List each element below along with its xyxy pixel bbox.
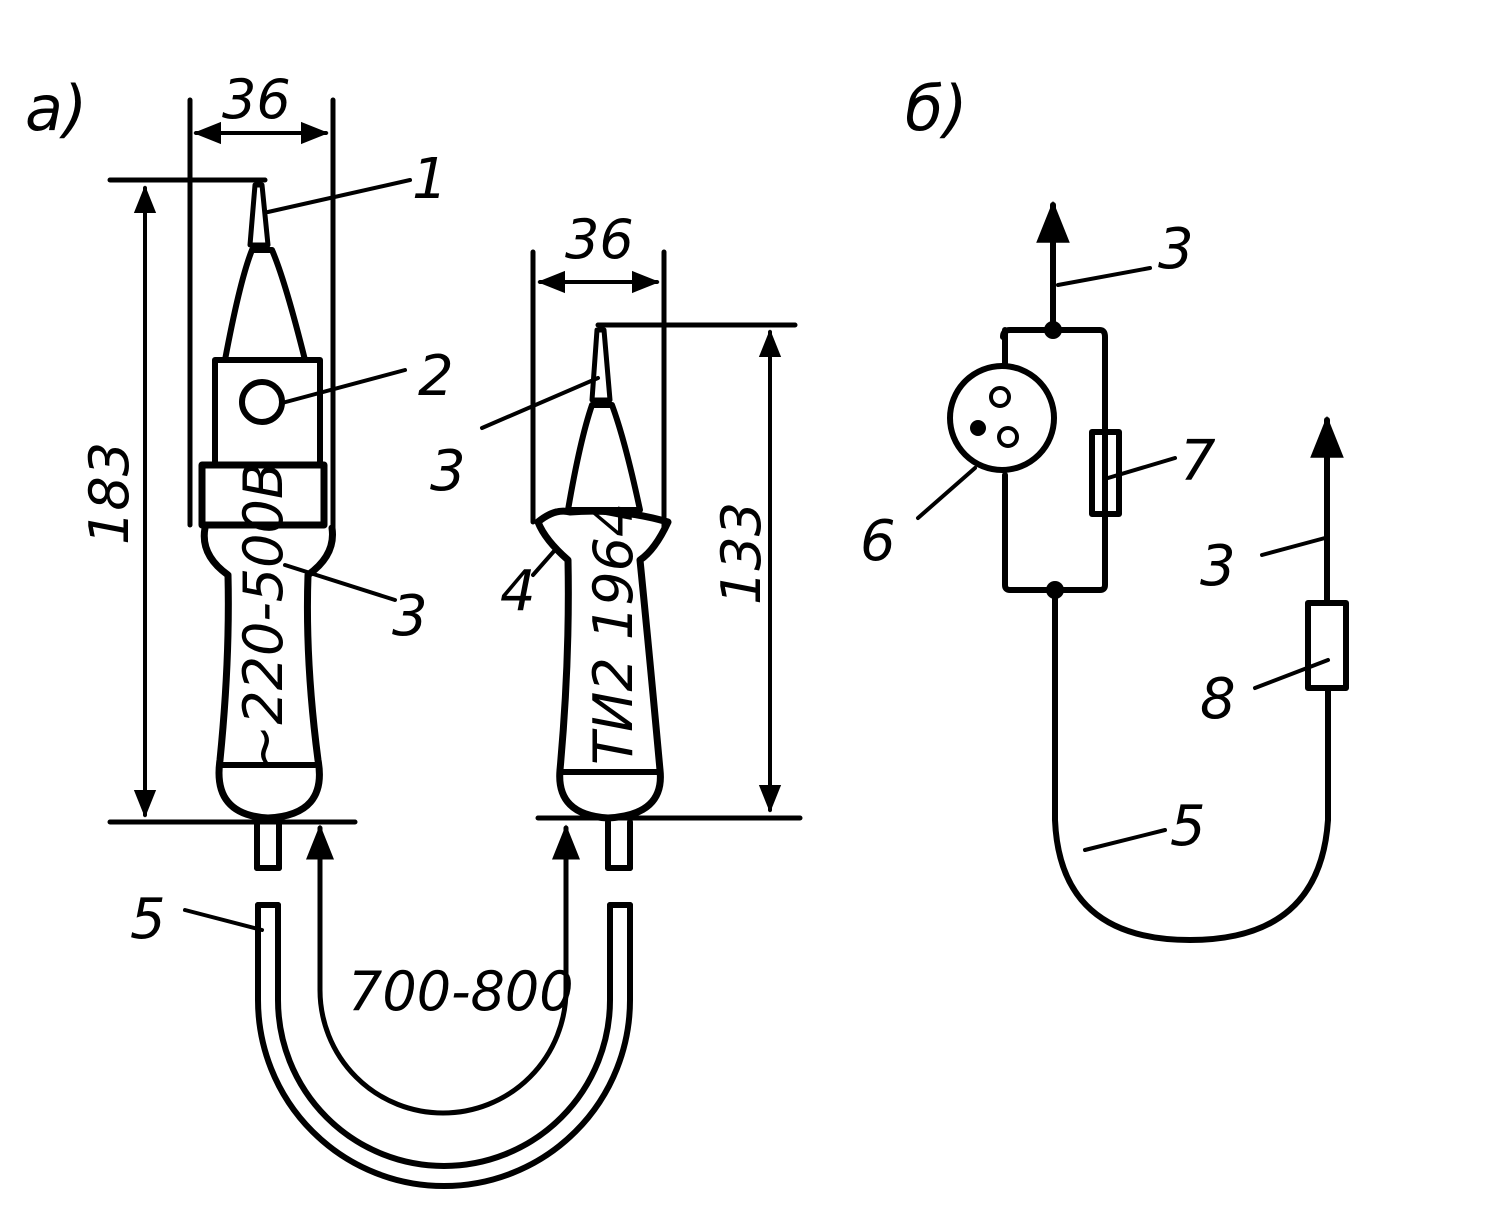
callout-5-cable: 5 bbox=[130, 887, 166, 952]
callout-2: 2 bbox=[418, 344, 454, 409]
callout-7: 7 bbox=[1180, 429, 1216, 494]
callout-3-tester-2: 3 bbox=[430, 439, 466, 504]
callout-3-right-b: 3 bbox=[1200, 534, 1236, 599]
tester-2-body-marking: ТИ2 1964 bbox=[582, 503, 645, 765]
junction-bottom bbox=[1046, 581, 1064, 599]
neon-lamp-icon bbox=[947, 363, 1057, 473]
panel-a-label: а) bbox=[25, 72, 87, 145]
tester-1-height-label: 183 bbox=[78, 442, 141, 545]
callout-3-top-b: 3 bbox=[1158, 217, 1194, 282]
panel-b-callouts: 3 3 5 6 7 8 bbox=[860, 217, 1330, 859]
tester-1-body-marking: ~220-500В bbox=[232, 462, 295, 770]
tester-1-width-label: 36 bbox=[222, 68, 291, 131]
callout-6: 6 bbox=[860, 509, 896, 574]
callout-3-tester-1: 1 bbox=[412, 147, 448, 212]
tester-2-width-label: 36 bbox=[565, 208, 634, 271]
tester-1: 36 183 ~220-500В bbox=[78, 68, 358, 871]
junction-top bbox=[1044, 321, 1062, 339]
neon-window-icon bbox=[239, 379, 285, 425]
cable-length-label: 700-800 bbox=[348, 960, 574, 1023]
resistor-8 bbox=[1305, 600, 1349, 691]
cable-a: 700-800 bbox=[255, 824, 633, 1189]
panel-b-label: б) bbox=[905, 72, 967, 145]
callout-1: 3 bbox=[392, 584, 428, 649]
tester-2: 36 133 ТИ2 1964 bbox=[530, 208, 803, 871]
tester-2-height-label: 133 bbox=[710, 502, 773, 605]
panel-a-callouts: 1 2 3 3 4 5 bbox=[130, 147, 600, 952]
schematic-b bbox=[947, 200, 1349, 943]
callout-4: 4 bbox=[500, 559, 536, 624]
callout-5-cable-b: 5 bbox=[1170, 794, 1206, 859]
callout-8: 8 bbox=[1200, 667, 1236, 732]
